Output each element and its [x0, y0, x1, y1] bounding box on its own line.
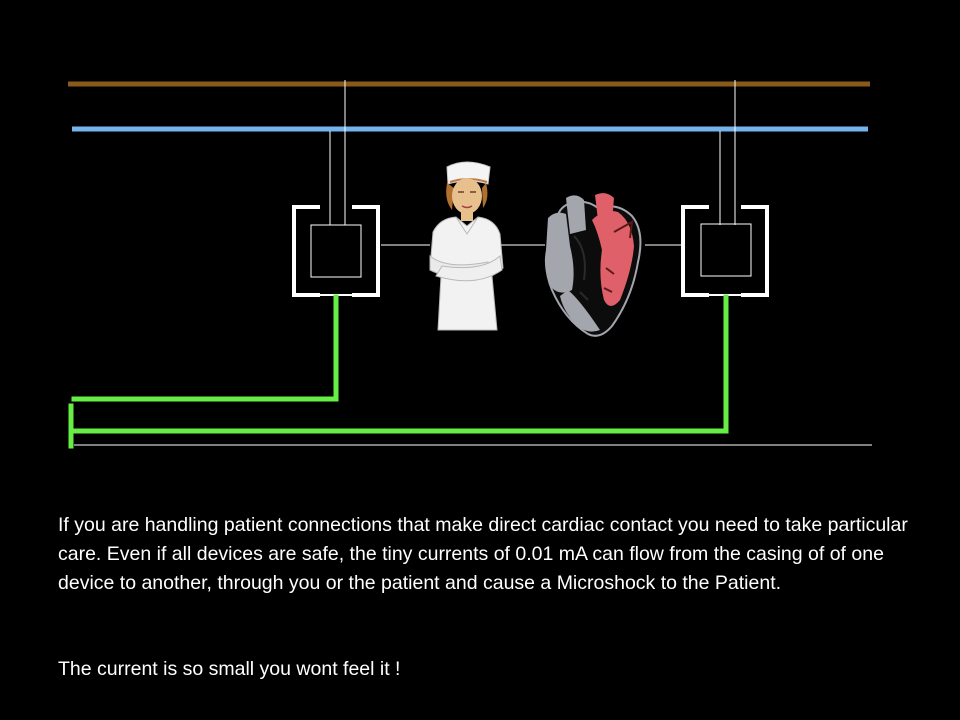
current-warning-text: The current is so small you wont feel it… — [58, 658, 401, 680]
nurse-icon — [429, 161, 504, 331]
right-device-supply-wires — [719, 80, 736, 225]
earth-wires — [68, 294, 729, 449]
heart-icon — [544, 193, 642, 337]
microshock-explanation-text: If you are handling patient connections … — [58, 514, 908, 594]
right-device — [681, 205, 769, 297]
left-device-box — [310, 224, 362, 278]
left-device-supply-wires — [329, 80, 346, 225]
left-device-earth-wire — [71, 294, 339, 402]
right-device-earth-wire — [71, 294, 729, 434]
right-device-box — [700, 223, 752, 277]
microshock-diagram — [68, 80, 872, 449]
left-device-casing — [292, 205, 380, 297]
left-device — [292, 205, 380, 297]
right-device-casing — [681, 205, 769, 297]
